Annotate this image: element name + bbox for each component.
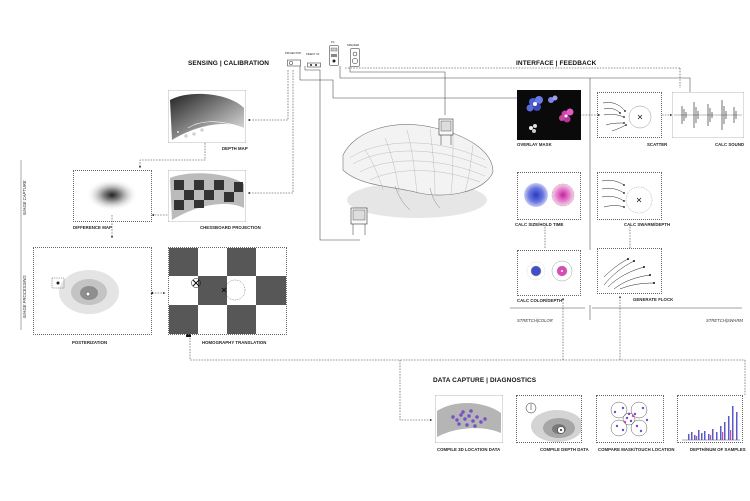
- kinect-sensor-icon: [437, 117, 457, 152]
- label-compile-depth-data: COMPILE DEPTH DATA: [540, 447, 589, 452]
- side-rule: [20, 160, 22, 330]
- kinect-icon: [307, 57, 321, 75]
- calc-sound-waveform: [672, 92, 744, 138]
- label-compare-mask-touch: COMPARE MASK/TOUCH LOCATION: [598, 447, 675, 452]
- label-posterization: POSTERIZATION: [72, 340, 108, 345]
- label-calc-swarm-depth: CALC SWARM/DEPTH: [624, 222, 671, 227]
- calc-color-depth-panel: [517, 250, 581, 296]
- overlay-mask-image: [517, 90, 581, 140]
- membrane-structure-illustration: [335, 100, 500, 245]
- generate-flock-panel: [597, 248, 662, 294]
- device-label-3: PC: [331, 41, 335, 44]
- compare-mask-touch-panel: [596, 395, 664, 443]
- label-calc-sound: CALC SOUND: [715, 142, 745, 147]
- label-generate-flock: GENERATE FLOCK: [633, 297, 674, 302]
- projector-sensor-icon: [348, 205, 370, 242]
- device-label-2: KINECT V2: [306, 53, 320, 56]
- computer-icon: [329, 45, 339, 72]
- section-title-sensing: SENSING | CALIBRATION: [188, 60, 270, 67]
- scatter-panel: [597, 92, 662, 138]
- projector-icon: [287, 56, 301, 74]
- group-label-stretch-swarm: STRETCH|SWARM: [706, 318, 743, 323]
- label-depth-num-samples: DEPTH/NUM OF SAMPLES: [690, 447, 746, 452]
- label-calc-size-hold-time: CALC SIZE/HOLD TIME: [515, 222, 564, 227]
- device-label-4: SPEAKER: [347, 44, 360, 47]
- compile-3d-location-image: [435, 395, 503, 443]
- label-overlay-mask: OVERLAY MASK: [517, 142, 552, 147]
- label-depth-map: DEPTH MAP: [222, 146, 248, 151]
- label-chessboard-projection: CHESSBOARD PROJECTION: [200, 225, 261, 230]
- device-label-1: PROJECTOR: [285, 52, 301, 55]
- depth-num-samples-panel: [677, 395, 743, 443]
- section-title-interface: INTERFACE | FEEDBACK: [516, 60, 597, 67]
- label-difference-map: DIFFERENCE MAP: [73, 225, 112, 230]
- section-title-data-capture: DATA CAPTURE | DIAGNOSTICS: [433, 377, 537, 384]
- calc-swarm-depth-panel: [597, 172, 662, 220]
- label-compile-3d-location: COMPILE 3D LOCATION DATA: [437, 447, 501, 452]
- label-calc-color-depth: CALC COLOR/DEPTH: [517, 298, 563, 303]
- compile-depth-data-panel: [516, 395, 582, 443]
- difference-map-panel: [73, 170, 152, 222]
- posterization-panel: [33, 247, 152, 335]
- chessboard-projection-image: [168, 170, 246, 222]
- depth-map-image: [168, 90, 246, 143]
- speaker-icon: [350, 48, 360, 73]
- group-label-stretch-color: STRETCH|COLOR: [517, 318, 553, 323]
- label-scatter: SCATTER: [647, 142, 668, 147]
- label-homography-translation: HOMOGRAPHY TRANSLATION: [202, 340, 267, 345]
- homography-translation-panel: [168, 247, 287, 335]
- calc-size-hold-time-panel: [517, 172, 581, 220]
